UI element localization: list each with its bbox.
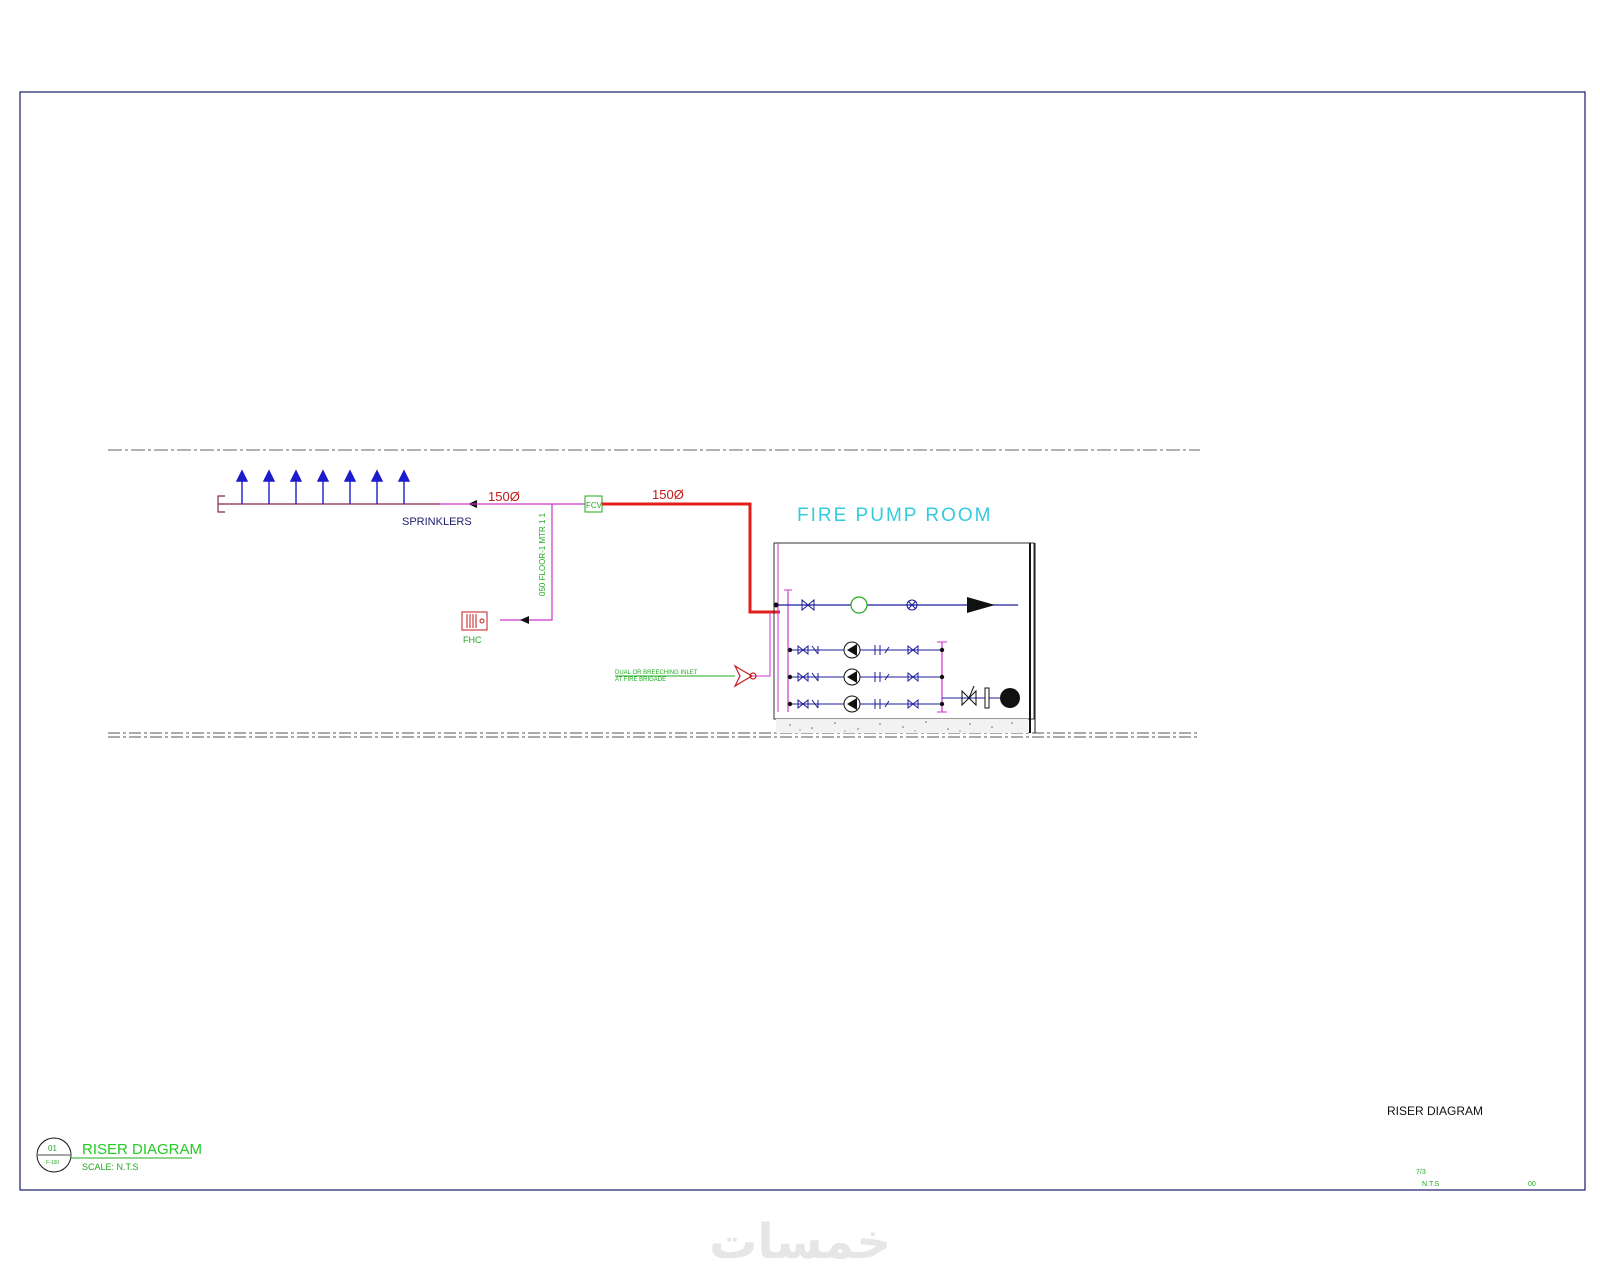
watermark: خمسات	[709, 1214, 891, 1270]
sprinkler-head-icon	[343, 469, 357, 504]
water-tank-icon	[1000, 688, 1020, 708]
sheet-title: RISER DIAGRAM	[1387, 1104, 1483, 1118]
sprinkler-heads	[235, 469, 411, 504]
sprinklers-label: SPRINKLERS	[402, 516, 472, 528]
breeching-inlet-icon	[733, 664, 757, 688]
discharge-arrow-icon	[967, 597, 995, 613]
floor-line-lower	[108, 732, 1200, 738]
sheet-scale: N.T.S	[1422, 1181, 1439, 1188]
detail-title: 01 F-100 RISER DIAGRAM SCALE: N.T.S	[36, 1137, 202, 1173]
sprinkler-head-icon	[289, 469, 303, 504]
riser-note: 050 FLOOR-1 MTR 1 1	[538, 512, 547, 596]
sheet-title-block: RISER DIAGRAM 7/3 N.T.S 00	[1387, 1104, 1536, 1188]
main-supply-pipe	[602, 502, 780, 614]
sprinkler-branch	[217, 469, 585, 513]
gate-valve-icon	[801, 598, 815, 612]
fire-pump-room-label: FIRE PUMP ROOM	[797, 505, 993, 526]
pipe-junction	[773, 602, 779, 608]
pump-row	[787, 641, 945, 659]
detail-scale: SCALE: N.T.S	[82, 1162, 139, 1172]
detail-title-text: RISER DIAGRAM	[82, 1141, 202, 1158]
sprinkler-head-icon	[235, 469, 249, 504]
sprinkler-head-icon	[370, 469, 384, 504]
flow-control-valve: FCV	[584, 495, 603, 513]
sprinkler-head-icon	[262, 469, 276, 504]
sprinkler-head-icon	[397, 469, 411, 504]
hose-cabinet-branch: 050 FLOOR-1 MTR 1 1 FHC	[461, 504, 553, 645]
fire-department-connection: DUAL OR BREECHING INLET AT FIRE BRIGADE	[615, 612, 771, 688]
slab-hatch	[789, 721, 1013, 732]
pump-row	[787, 695, 945, 713]
sheet-number: 00	[1528, 1181, 1536, 1188]
suction-line	[942, 685, 1020, 709]
fdc-note-line1: DUAL OR BREECHING INLET	[615, 670, 698, 676]
sheet-date: 7/3	[1416, 1169, 1426, 1176]
detail-number: 01	[48, 1144, 57, 1153]
suction-valve-icon	[961, 685, 990, 709]
pipe-end-cap	[217, 495, 225, 513]
test-valve-icon	[906, 599, 918, 611]
fdc-note-line2: AT FIRE BRIGADE	[615, 677, 666, 683]
fhc-label: FHC	[463, 635, 482, 645]
detail-sheet: F-100	[46, 1160, 59, 1166]
pump-room-slab	[776, 719, 1028, 733]
pump-row	[787, 668, 945, 686]
fcv-label: FCV	[586, 501, 603, 510]
sprinkler-head-icon	[316, 469, 330, 504]
fire-pump-room	[773, 542, 1036, 733]
pipe-size-label-left: 150Ø	[488, 489, 520, 504]
fire-hose-cabinet-icon	[461, 611, 488, 631]
flow-meter-icon	[850, 596, 868, 614]
detail-bubble	[36, 1137, 72, 1173]
flow-arrow-icon	[520, 616, 529, 624]
pipe-size-label-right: 150Ø	[652, 487, 684, 502]
drawing-frame	[19, 91, 1586, 1191]
